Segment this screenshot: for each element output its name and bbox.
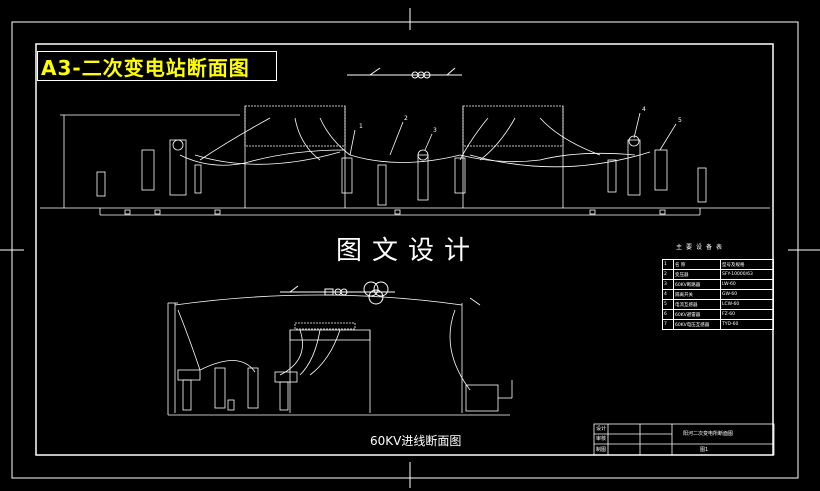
equipment-table-cell: 6	[662, 309, 674, 320]
part-number-3: 3	[433, 127, 437, 134]
equipment-table-cell: 2	[662, 269, 674, 280]
lower-single-line-symbol	[280, 281, 395, 305]
equipment-table-cell: 7	[662, 319, 674, 330]
equipment-table-cell: 5	[662, 299, 674, 310]
equipment-table-cell: TYD-60	[720, 319, 774, 330]
equipment-table-cell: 型号及规格	[720, 259, 774, 270]
drawing-title: A3-二次变电站断面图	[41, 56, 250, 80]
part-number-1: 1	[359, 123, 363, 130]
equipment-table-cell: 名 称	[673, 259, 721, 270]
equipment-table-cell: 变压器	[673, 269, 721, 280]
equipment-table-cell: 电流互感器	[673, 299, 721, 310]
upper-single-line-symbol	[347, 67, 462, 79]
part-number-5: 5	[678, 117, 682, 124]
equipment-table-cell: 60KV电压互感器	[673, 319, 721, 330]
part-number-labels: 1 2 3 4 5	[359, 106, 682, 134]
equipment-table-cell: GW-60	[720, 289, 774, 300]
title-block-label-design: 设计	[596, 426, 607, 432]
equipment-table-cell: 3	[662, 279, 674, 290]
sheet-frame	[0, 8, 820, 488]
title-block-drawing-name: 阳河二次变电所断面图	[683, 431, 734, 437]
equipment-table-cell: FZ-60	[720, 309, 774, 320]
center-caption: 图文设计	[336, 236, 481, 266]
lower-section-elevation	[167, 294, 513, 416]
title-block-label-draw: 制图	[596, 447, 607, 453]
part-number-2: 2	[404, 115, 408, 122]
equipment-table-title: 主要设备表	[676, 244, 727, 251]
title-badge-background	[37, 51, 277, 81]
title-block-sheet-no: 图1	[700, 447, 709, 453]
equipment-table-cell: 60KV断路器	[673, 279, 721, 290]
equipment-table-cell: 隔离开关	[673, 289, 721, 300]
title-block-label-check: 审核	[596, 436, 607, 442]
equipment-table-cell: SFY-10000/63	[720, 269, 774, 280]
equipment-table-cell: 4	[662, 289, 674, 300]
title-block	[593, 423, 775, 456]
equipment-table-cell: LW-60	[720, 279, 774, 290]
part-number-4: 4	[642, 106, 646, 113]
equipment-table-cell: 60KV避雷器	[673, 309, 721, 320]
upper-section-elevation	[40, 105, 770, 216]
equipment-table-cell: LCW-60	[720, 299, 774, 310]
section-caption: 60KV进线断面图	[370, 434, 462, 448]
equipment-table-cell: 1	[662, 259, 674, 270]
